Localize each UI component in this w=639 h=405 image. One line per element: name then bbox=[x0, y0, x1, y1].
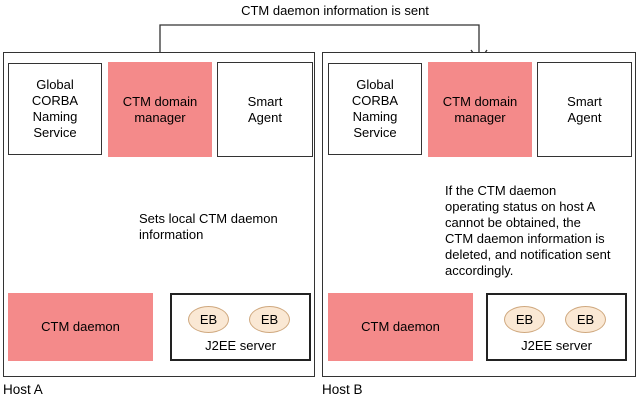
eb-ellipse: EB bbox=[249, 306, 290, 333]
host-b-ctm-daemon-box: CTM daemon bbox=[328, 293, 473, 361]
j2ee-server-label: J2EE server bbox=[205, 338, 276, 353]
host-b-ctm-domain-manager-box: CTM domain manager bbox=[428, 62, 532, 157]
host-a-annotation: Sets local CTM daemon information bbox=[139, 211, 278, 242]
host-a-panel: Global CORBA Naming Service CTM domain m… bbox=[3, 52, 315, 377]
host-b-j2ee-server-box: EB EB J2EE server bbox=[486, 293, 627, 361]
host-a-ctm-daemon-box: CTM daemon bbox=[8, 293, 153, 361]
ctm-info-sent-line bbox=[159, 24, 480, 62]
host-b-annotation: If the CTM daemon operating status on ho… bbox=[445, 183, 611, 278]
eb-ellipse: EB bbox=[188, 306, 229, 333]
host-b-smart-agent-box: Smart Agent bbox=[537, 62, 632, 157]
host-a-global-corba-naming-service-box: Global CORBA Naming Service bbox=[8, 63, 102, 155]
eb-ellipse: EB bbox=[504, 306, 545, 333]
host-b-label: Host B bbox=[322, 382, 363, 397]
diagram-title: CTM daemon information is sent bbox=[241, 3, 429, 18]
host-a-label: Host A bbox=[3, 382, 43, 397]
host-b-panel: Global CORBA Naming Service CTM domain m… bbox=[322, 52, 636, 377]
host-a-ctm-domain-manager-box: CTM domain manager bbox=[108, 62, 212, 157]
eb-ellipse: EB bbox=[565, 306, 606, 333]
host-a-smart-agent-box: Smart Agent bbox=[217, 62, 313, 157]
host-a-j2ee-server-box: EB EB J2EE server bbox=[170, 293, 311, 361]
host-b-global-corba-naming-service-box: Global CORBA Naming Service bbox=[328, 63, 422, 155]
j2ee-server-label: J2EE server bbox=[521, 338, 592, 353]
